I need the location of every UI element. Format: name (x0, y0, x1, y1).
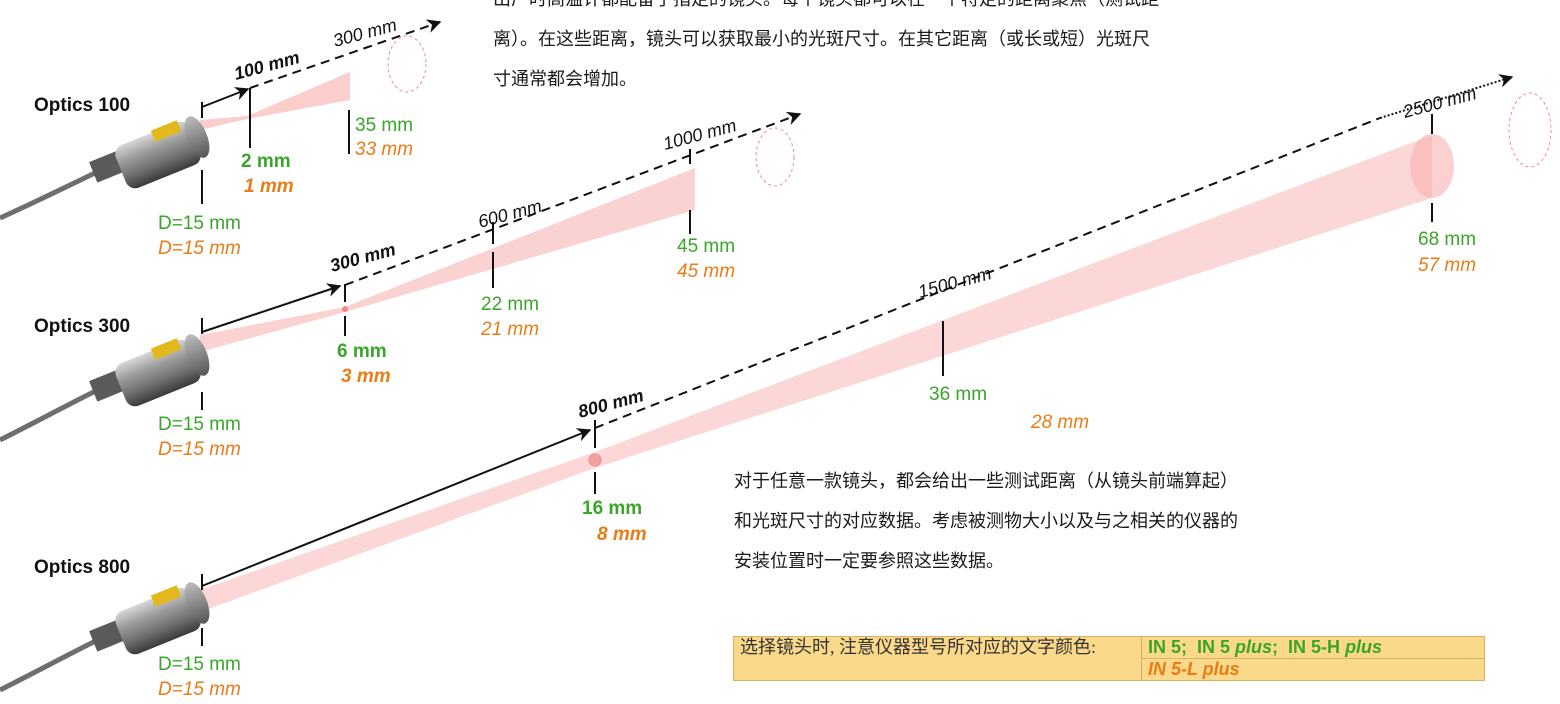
optics-800-sensor-image (0, 582, 210, 693)
optics-300-aperture-orange: D=15 mm (158, 439, 241, 460)
optics-300-focus-green: 6 mm (337, 341, 387, 362)
optics-300-far-green: 45 mm (677, 236, 735, 257)
legend-label: 选择镜头时, 注意仪器型号所对应的文字颜色: (733, 636, 1142, 681)
optics-300-sensor-image (0, 334, 210, 443)
optics-300-aperture-green: D=15 mm (158, 414, 241, 435)
optics-300-focus-orange: 3 mm (341, 366, 391, 387)
optics-100-group: Optics 100 100 mm 300 mm 35 mm 33 mm 2 m… (0, 15, 442, 259)
optics-800-mid-distance: 1500 mm (916, 263, 994, 302)
optics-100-dashed-arrow (249, 19, 442, 89)
optics-300-focus-arrow (201, 283, 342, 333)
optics-300-dashed-arrow (344, 111, 802, 286)
optics-800-focus-spot (588, 453, 602, 467)
intro-line: 寸通常都会增加。 (493, 69, 637, 90)
optics-800-focus-distance: 800 mm (576, 385, 646, 422)
optics-100-far-green: 35 mm (355, 115, 413, 136)
optics-800-dashed-line (594, 117, 1381, 429)
optics-100-focus-orange: 1 mm (244, 176, 294, 197)
optics-100-spot-outline (387, 35, 427, 93)
optics-800-beam (200, 135, 1432, 612)
optics-300-beam (200, 168, 695, 352)
optics-300-far-orange: 45 mm (677, 261, 735, 282)
optics-800-far-orange: 57 mm (1418, 255, 1476, 276)
optics-800-focus-green: 16 mm (582, 498, 642, 519)
optics-300-group: Optics 300 300 mm 600 mm 1000 mm 22 mm 2… (0, 111, 802, 460)
optics-300-spot-outline (755, 127, 795, 187)
optics-100-sensor-image (0, 116, 210, 221)
optics-300-mid-distance: 600 mm (476, 196, 544, 232)
optics-300-title: Optics 300 (34, 316, 130, 337)
optics-100-far-orange: 33 mm (355, 139, 413, 160)
optics-100-beam (200, 72, 350, 130)
optics-300-far-distance: 1000 mm (661, 115, 739, 154)
optics-100-focus-green: 2 mm (241, 151, 291, 172)
optics-800-aperture-green: D=15 mm (158, 654, 241, 675)
optics-100-title: Optics 100 (34, 95, 130, 116)
optics-300-focus-spot (342, 306, 348, 312)
optics-800-title: Optics 800 (34, 557, 130, 578)
note-line: 安装位置时一定要参照这些数据。 (734, 551, 1004, 572)
optics-800-spot-outline (1508, 92, 1552, 168)
optics-100-far-distance: 300 mm (331, 15, 399, 51)
optics-800-focus-arrow (201, 428, 592, 587)
intro-line: 出厂时高温计都配备了指定的镜头。每个镜头都可以在一个特定的距离聚焦（测试距 (493, 0, 1433, 20)
optics-300-mid-green: 22 mm (481, 294, 539, 315)
optics-300-focus-distance: 300 mm (328, 239, 398, 276)
legend-model-green: IN 5; IN 5 plus; IN 5-H plus (1141, 636, 1485, 659)
optics-800-group: Optics 800 800 mm 1500 mm 2500 mm 36 mm … (0, 74, 1552, 700)
optics-300-mid-orange: 21 mm (480, 319, 539, 340)
optics-800-focus-orange: 8 mm (597, 524, 647, 545)
optics-100-focus-arrow (201, 87, 250, 108)
optics-800-aperture-orange: D=15 mm (158, 679, 241, 700)
optics-100-focus-distance: 100 mm (232, 47, 302, 84)
intro-line: 离）。在这些距离，镜头可以获取最小的光斑尺寸。在其它距离（或长或短）光斑尺 (493, 29, 1150, 50)
optics-800-dotted-arrow (1379, 74, 1514, 119)
optics-100-aperture-orange: D=15 mm (158, 238, 241, 259)
note-paragraph: 对于任意一款镜头，都会给出一些测试距离（从镜头前端算起） 和光斑尺寸的对应数据。… (734, 462, 1374, 582)
note-line: 对于任意一款镜头，都会给出一些测试距离（从镜头前端算起） (734, 471, 1238, 492)
legend-model-orange: IN 5-L plus (1141, 658, 1485, 681)
optics-100-aperture-green: D=15 mm (158, 213, 241, 234)
optics-800-far-cap (1410, 134, 1454, 198)
color-legend: 选择镜头时, 注意仪器型号所对应的文字颜色: IN 5; IN 5 plus; … (733, 636, 1485, 681)
note-line: 和光斑尺寸的对应数据。考虑被测物大小以及与之相关的仪器的 (734, 511, 1238, 532)
intro-paragraph: 出厂时高温计都配备了指定的镜头。每个镜头都可以在一个特定的距离聚焦（测试距 离）… (493, 0, 1433, 100)
optics-800-mid-orange: 28 mm (1030, 412, 1089, 433)
optics-800-far-green: 68 mm (1418, 229, 1476, 250)
optics-800-mid-green: 36 mm (929, 384, 987, 405)
